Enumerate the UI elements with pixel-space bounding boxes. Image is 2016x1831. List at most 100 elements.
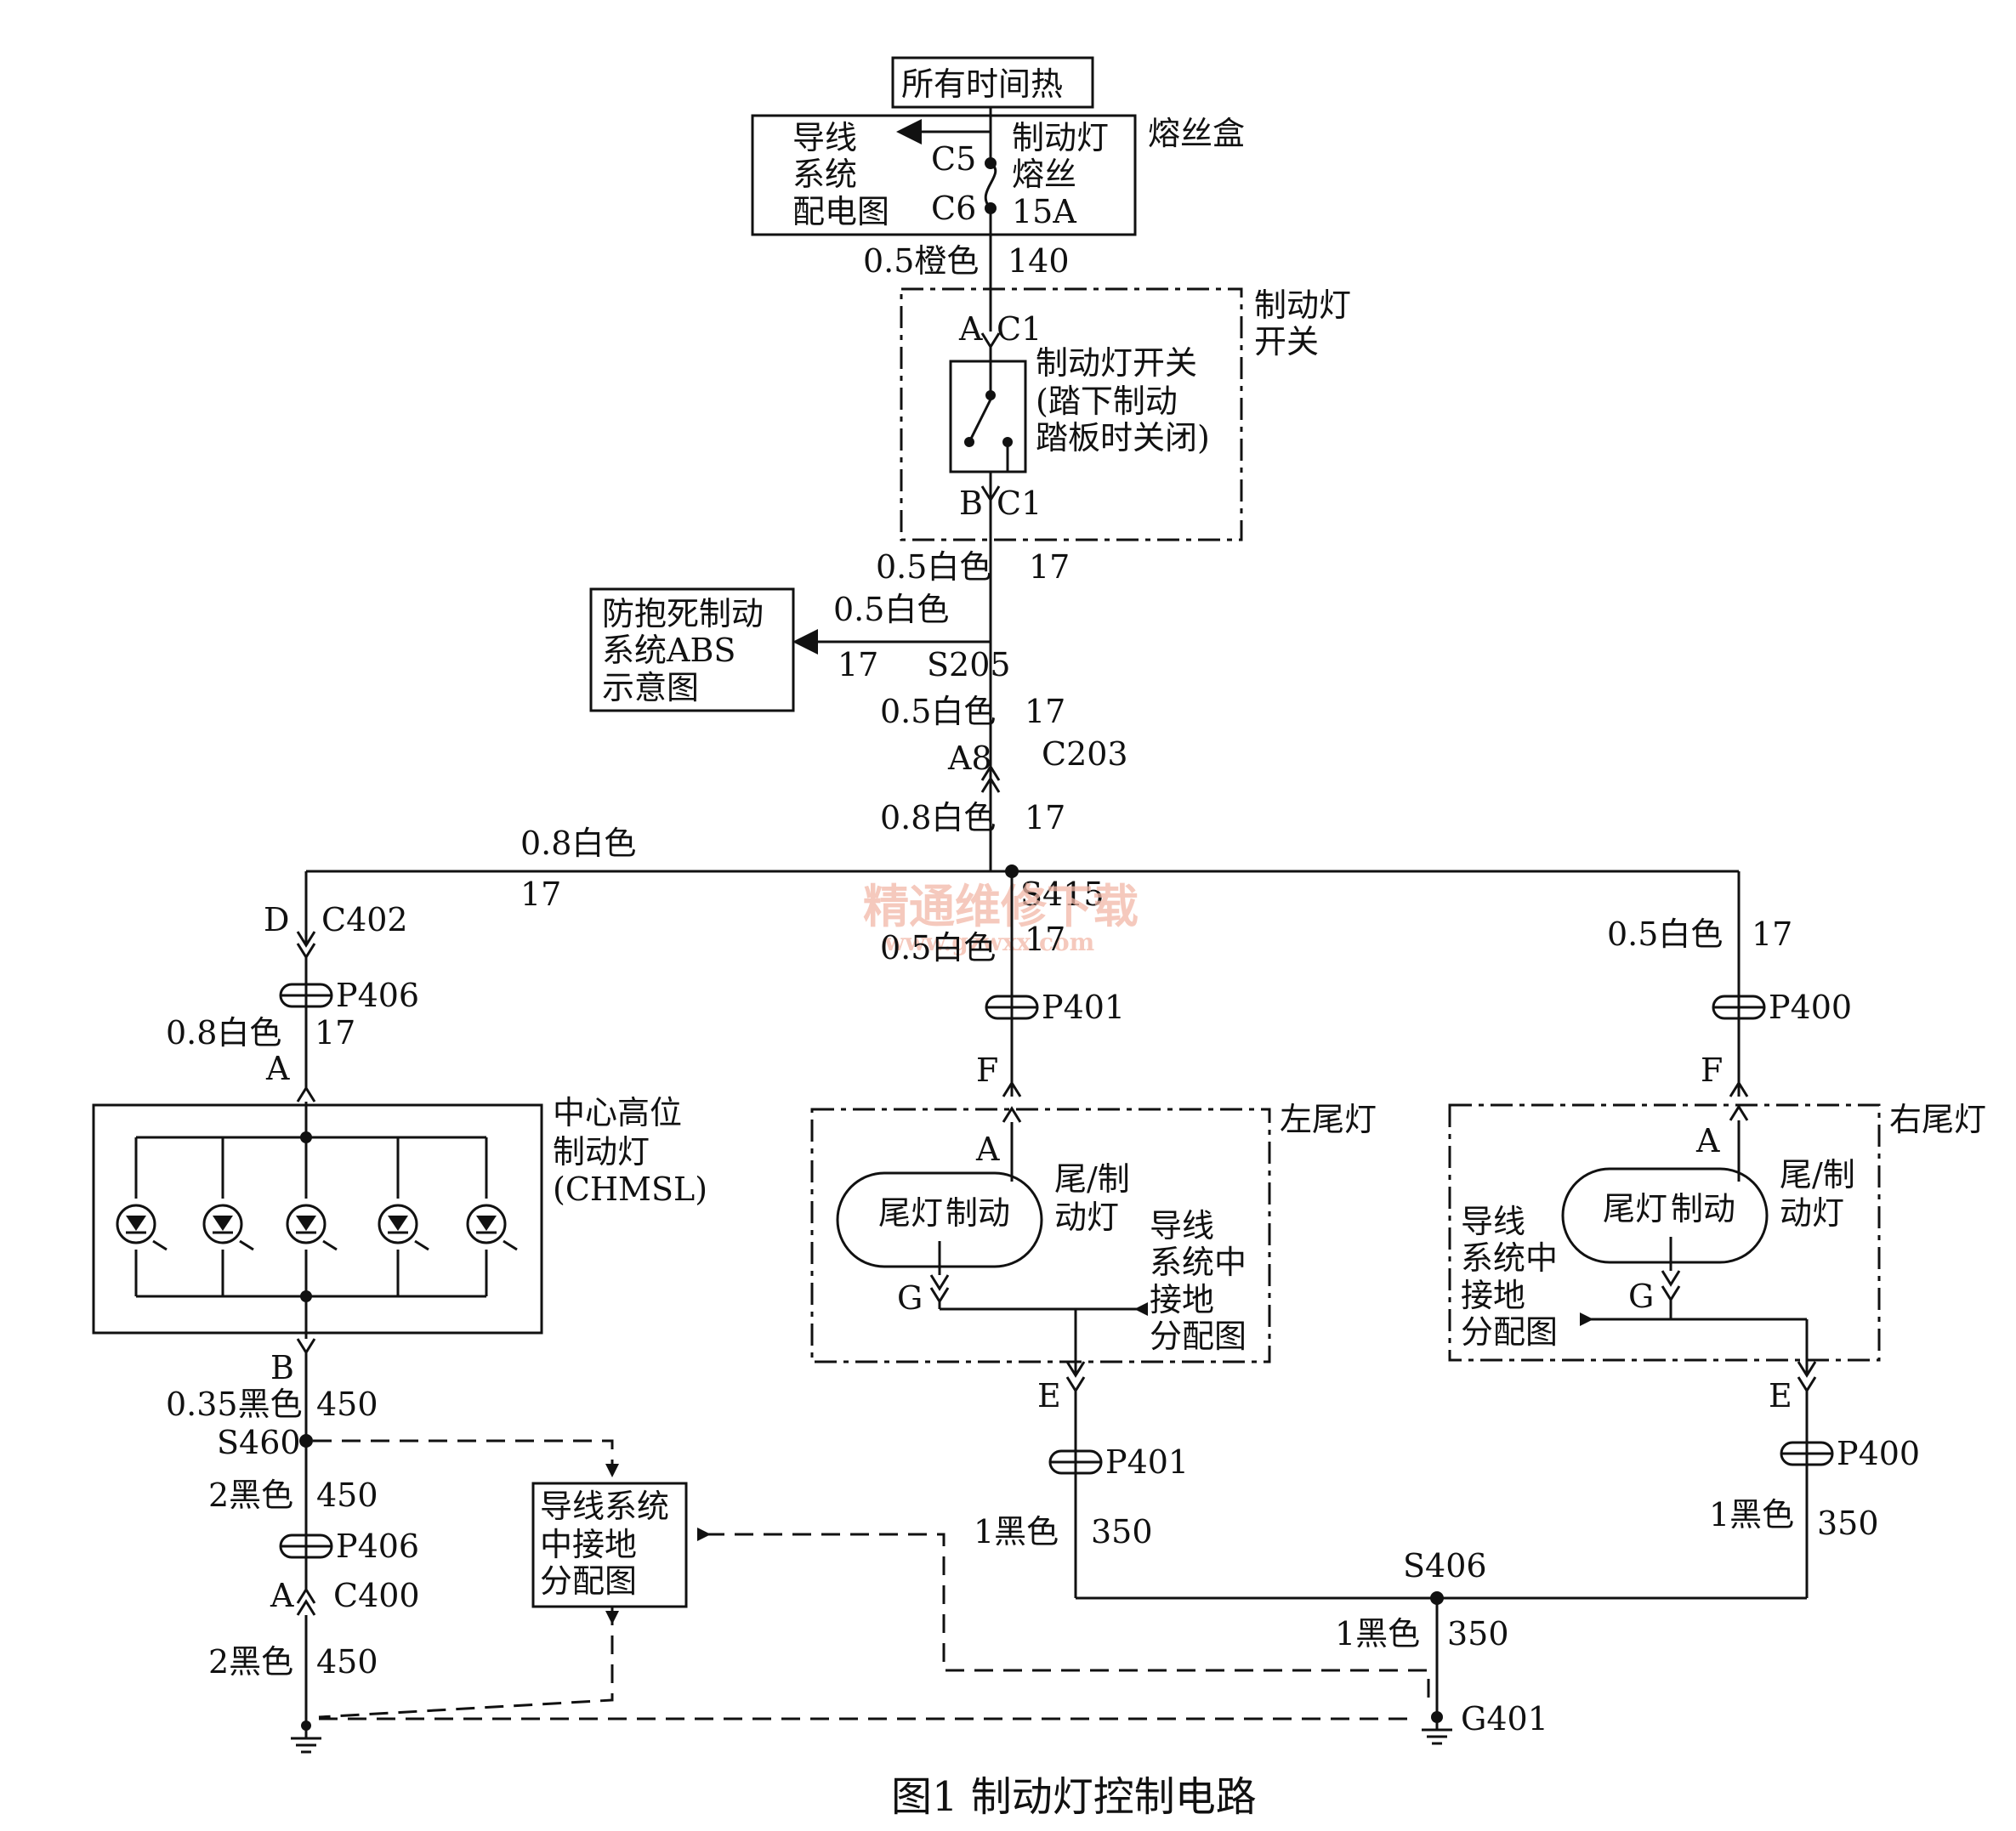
chmsl-label-2: 制动灯 xyxy=(553,1133,650,1171)
c203-pin: A8 xyxy=(947,740,992,777)
left-tail-in-gauge: 0.5白色 xyxy=(880,929,996,967)
c402-label: C402 xyxy=(321,901,408,938)
chmsl-wire3-circuit: 450 xyxy=(316,1643,378,1681)
ground-ref-3: 分配图 xyxy=(540,1562,637,1600)
right-tail-connector-a xyxy=(1729,1104,1749,1121)
c402-connector-1 xyxy=(296,931,316,948)
right-tail-connector-f xyxy=(1729,1080,1749,1097)
switch-conn-a: C1 xyxy=(997,310,1042,348)
c203-label: C203 xyxy=(1042,735,1128,773)
ground-ref-box xyxy=(531,1482,688,1608)
switch-contact-left xyxy=(964,437,974,447)
fuse-rating: 15A xyxy=(1012,193,1076,230)
left-tail-box-exit-arrow xyxy=(1065,1361,1086,1378)
right-tail-return-arrow xyxy=(1661,1270,1681,1287)
right-tail-lamp-1: 尾/制 xyxy=(1780,1156,1855,1193)
g401-ground-icon xyxy=(1422,1717,1452,1745)
switch-blade xyxy=(968,399,992,443)
left-tail-bulb-brake: 制动 xyxy=(946,1194,1010,1232)
wire-140-gauge: 0.5橙色 xyxy=(863,242,979,280)
p400-upper-label: P400 xyxy=(1769,989,1852,1026)
splice-s460: S460 xyxy=(217,1424,301,1461)
right-tail-connector-e xyxy=(1797,1376,1817,1393)
right-tail-pin-a: A xyxy=(1695,1122,1720,1159)
watermark-title: 精通维修下载 xyxy=(863,879,1139,933)
ground-ref-arrow-top xyxy=(605,1464,619,1477)
chmsl-led-4 xyxy=(378,1137,429,1296)
chmsl-return-gauge: 0.35黑色 xyxy=(166,1386,303,1423)
left-tail-pin-f: F xyxy=(976,1052,998,1089)
right-tail-ground-4: 分配图 xyxy=(1461,1313,1558,1351)
wire-08-circuit: 17 xyxy=(1025,799,1065,836)
chmsl-led-3 xyxy=(286,1137,338,1296)
right-tail-pin-g: G xyxy=(1628,1278,1654,1315)
splice-s205: S205 xyxy=(927,646,1011,683)
left-tail-connector-f xyxy=(1002,1080,1022,1097)
p400-lower-label: P400 xyxy=(1837,1435,1920,1472)
right-tail-lamp-2: 动灯 xyxy=(1780,1194,1844,1232)
wire-17-gauge-1: 0.5白色 xyxy=(876,548,991,586)
right-tail-bulb-brake: 制动 xyxy=(1671,1190,1735,1227)
fuse-box-label: 熔丝盒 xyxy=(1148,115,1245,152)
abs-ref-2: 系统ABS xyxy=(602,632,735,669)
left-tail-pin-a: A xyxy=(975,1131,1000,1168)
splice-s415: S415 xyxy=(1020,876,1105,913)
c400-connector-2 xyxy=(296,1599,316,1616)
fuse-pin-c6: C6 xyxy=(931,190,976,227)
chmsl-led-2 xyxy=(202,1137,254,1296)
left-tail-ground-3: 接地 xyxy=(1150,1281,1214,1318)
ground-ref-arrow-right xyxy=(697,1528,711,1541)
chmsl-pin-a: A xyxy=(265,1050,290,1087)
fuse-name-1: 制动灯 xyxy=(1012,119,1109,156)
ground-ref-2: 中接地 xyxy=(540,1526,637,1563)
chmsl-connector-a xyxy=(296,1086,316,1103)
ground-wire-gauge: 1黑色 xyxy=(1335,1615,1420,1652)
wire-17-circuit-2: 17 xyxy=(1025,693,1065,730)
chmsl-led-1 xyxy=(116,1137,168,1296)
bus-gauge: 0.8白色 xyxy=(520,825,636,862)
ground-ref-1: 导线系统 xyxy=(540,1488,669,1525)
right-tail-in-circuit: 17 xyxy=(1752,916,1792,953)
chmsl-led-5 xyxy=(466,1137,518,1296)
right-tail-pin-e: E xyxy=(1769,1377,1792,1414)
chmsl-wire-gauge: 0.8白色 xyxy=(166,1014,281,1052)
power-dist-ref-3: 配电图 xyxy=(792,193,889,230)
ground-wire-circuit: 350 xyxy=(1447,1615,1509,1652)
fuse-name-2: 熔丝 xyxy=(1012,156,1076,193)
p401-lower-label: P401 xyxy=(1105,1443,1189,1481)
p406-lower-label: P406 xyxy=(336,1528,419,1565)
chmsl-wire-circuit: 17 xyxy=(315,1014,355,1052)
dashed-ground-ref-s460 xyxy=(313,1439,614,1471)
power-label: 所有时间热 xyxy=(901,65,1063,103)
switch-pin-a: A xyxy=(958,310,983,348)
switch-body xyxy=(949,360,1027,473)
p406-upper-label: P406 xyxy=(336,977,419,1014)
left-tail-return-arrow xyxy=(929,1274,950,1291)
splice-s460-dot xyxy=(299,1434,313,1448)
right-tail-bulb-tail: 尾灯 xyxy=(1603,1190,1667,1227)
left-tail-ground-1: 导线 xyxy=(1150,1207,1214,1244)
left-tail-box xyxy=(810,1108,1271,1363)
c203-connector-top xyxy=(980,764,1001,781)
wire-08-gauge: 0.8白色 xyxy=(880,799,996,836)
left-tail-label: 左尾灯 xyxy=(1280,1101,1377,1138)
left-tail-lamp-2: 动灯 xyxy=(1054,1199,1119,1236)
right-tail-connector-g xyxy=(1661,1285,1681,1302)
chmsl-connector-b xyxy=(296,1338,316,1355)
ground-point-g401: G401 xyxy=(1461,1700,1548,1737)
power-dist-ref-2: 系统 xyxy=(792,156,857,193)
wire-17-circuit-1: 17 xyxy=(1029,548,1070,586)
chmsl-wire2-circuit: 450 xyxy=(316,1477,378,1514)
left-tail-connector-e xyxy=(1065,1376,1086,1393)
wire-17-gauge-2: 0.5白色 xyxy=(880,693,996,730)
left-ground-icon xyxy=(291,1726,321,1754)
right-tail-ground-3: 接地 xyxy=(1461,1277,1525,1314)
right-tail-out-gauge: 1黑色 xyxy=(1709,1496,1794,1533)
right-tail-ground-1: 导线 xyxy=(1461,1203,1525,1240)
bus-circuit: 17 xyxy=(520,876,561,913)
left-tail-lamp-1: 尾/制 xyxy=(1054,1160,1130,1198)
dashed-ground-ref-left xyxy=(318,1607,614,1719)
fuse-element xyxy=(984,162,997,210)
watermark-url: www.gzwxx.com xyxy=(883,928,1094,956)
